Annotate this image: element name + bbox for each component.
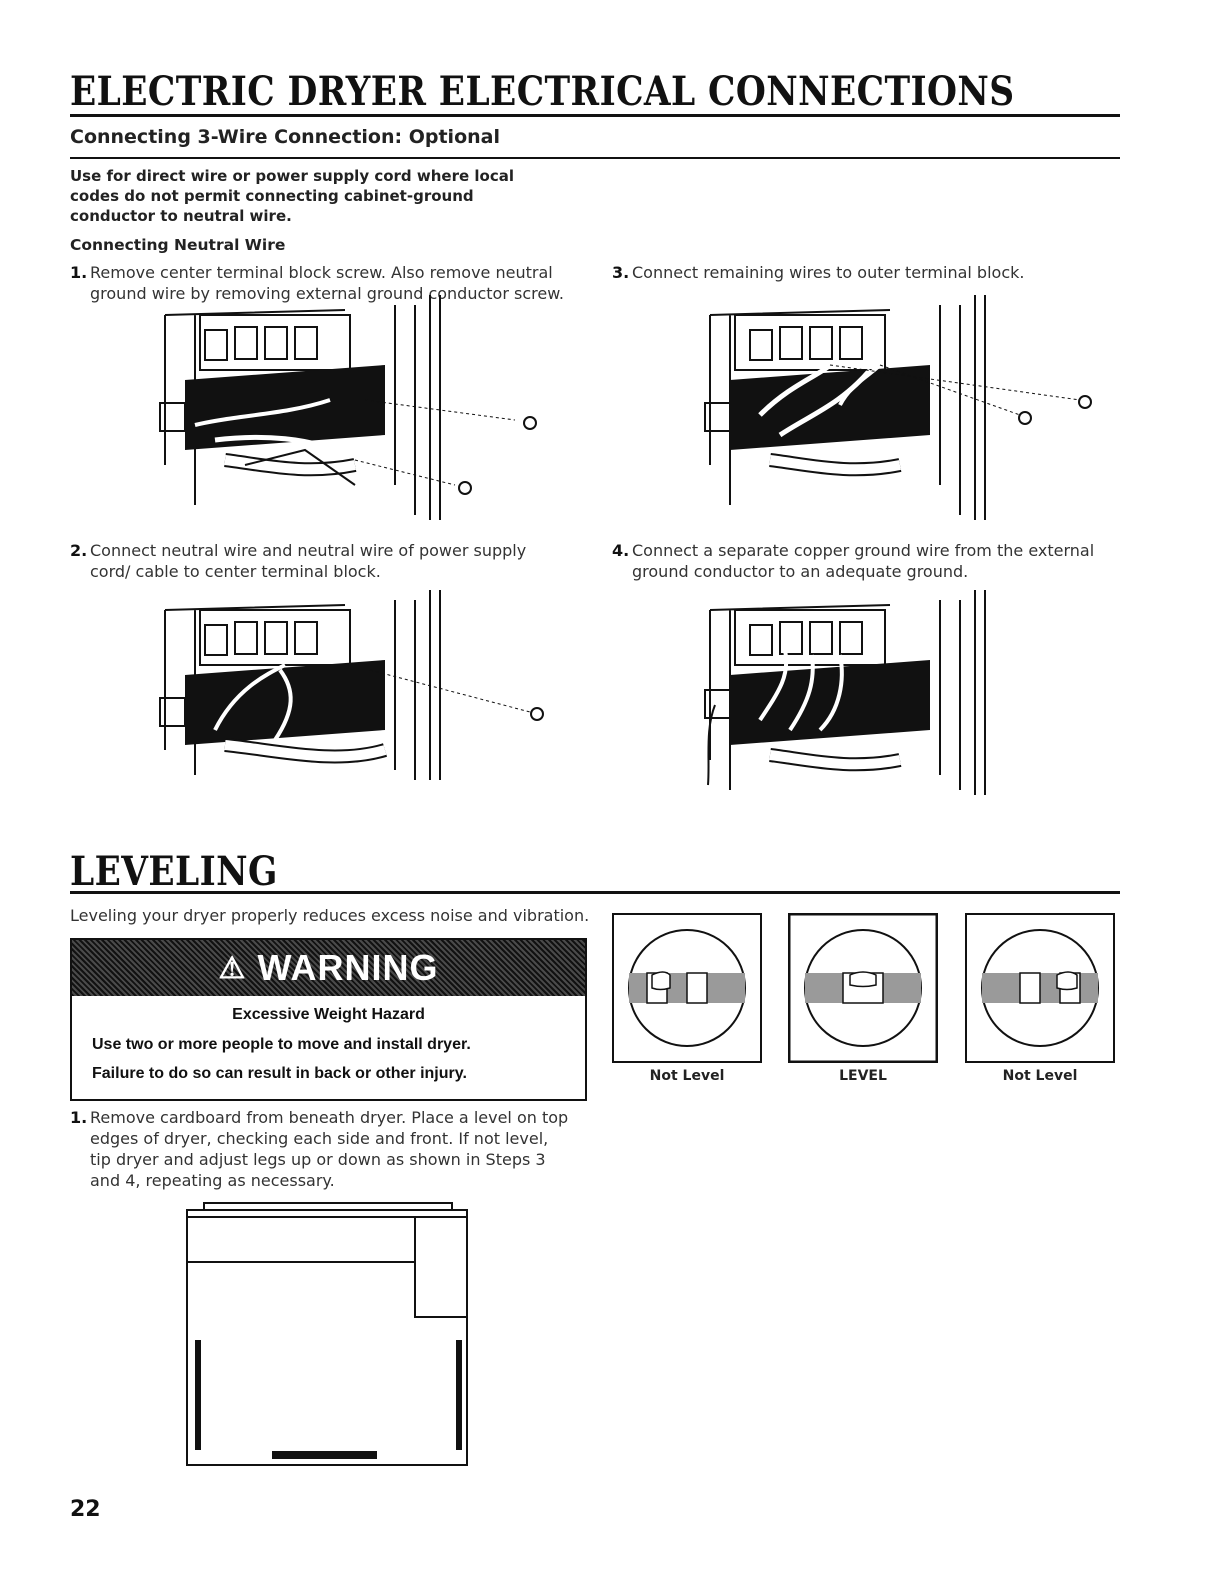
step-text: Connect remaining wires to outer termina… bbox=[632, 263, 1025, 282]
step-2: 2. Connect neutral wire and neutral wire… bbox=[70, 540, 570, 582]
level-indicator-not-level-right bbox=[965, 913, 1115, 1063]
step-text: Connect neutral wire and neutral wire of… bbox=[90, 541, 527, 581]
terminal-block-illustration-step3 bbox=[704, 295, 1092, 520]
step-text: Remove cardboard from beneath dryer. Pla… bbox=[90, 1108, 569, 1190]
warning-line-2: Failure to do so can result in back or o… bbox=[92, 1065, 467, 1082]
terminal-block-illustration-step1 bbox=[159, 295, 537, 520]
leveling-step-1: 1. Remove cardboard from beneath dryer. … bbox=[70, 1107, 570, 1191]
dryer-level-illustration bbox=[186, 1202, 468, 1466]
step-number: 1. bbox=[70, 1108, 88, 1127]
warning-header: ⚠ WARNING bbox=[72, 940, 585, 996]
warning-title: WARNING bbox=[257, 947, 439, 988]
terminal-block-illustration-step2 bbox=[159, 590, 544, 780]
leveling-intro: Leveling your dryer properly reduces exc… bbox=[70, 906, 590, 925]
title-rule bbox=[70, 114, 1120, 117]
subheading-neutral-wire: Connecting Neutral Wire bbox=[70, 236, 286, 254]
level-indicator-not-level-left bbox=[612, 913, 762, 1063]
page-number: 22 bbox=[70, 1497, 101, 1522]
step-text: Connect a separate copper ground wire fr… bbox=[632, 541, 1095, 581]
level-caption-right: Not Level bbox=[1002, 1068, 1078, 1084]
step-1: 1. Remove center terminal block screw. A… bbox=[70, 262, 570, 304]
step-text: Remove center terminal block screw. Also… bbox=[90, 263, 564, 303]
step-number: 4. bbox=[612, 541, 630, 560]
intro-text: Use for direct wire or power supply cord… bbox=[70, 167, 514, 225]
warning-box: ⚠ WARNING Excessive Weight Hazard Use tw… bbox=[70, 938, 587, 1101]
step-number: 1. bbox=[70, 263, 88, 282]
terminal-block-illustration-step4 bbox=[704, 590, 986, 795]
step-number: 2. bbox=[70, 541, 88, 560]
section-subtitle: Connecting 3-Wire Connection: Optional bbox=[70, 126, 500, 148]
subtitle-rule bbox=[70, 157, 1120, 159]
step-number: 3. bbox=[612, 263, 630, 282]
level-caption-left: Not Level bbox=[649, 1068, 725, 1084]
warning-triangle-icon: ⚠ bbox=[218, 952, 247, 985]
leveling-title: LEVELING bbox=[70, 848, 278, 895]
warning-line-1: Use two or more people to move and insta… bbox=[92, 1036, 471, 1053]
level-caption-center: LEVEL bbox=[839, 1068, 887, 1084]
warning-hazard: Excessive Weight Hazard bbox=[232, 1006, 425, 1023]
level-indicator-level bbox=[788, 913, 938, 1063]
step-3: 3. Connect remaining wires to outer term… bbox=[612, 262, 1112, 283]
page-title: ELECTRIC DRYER ELECTRICAL CONNECTIONS bbox=[70, 68, 1015, 115]
step-4: 4. Connect a separate copper ground wire… bbox=[612, 540, 1112, 582]
leveling-rule bbox=[70, 891, 1120, 894]
